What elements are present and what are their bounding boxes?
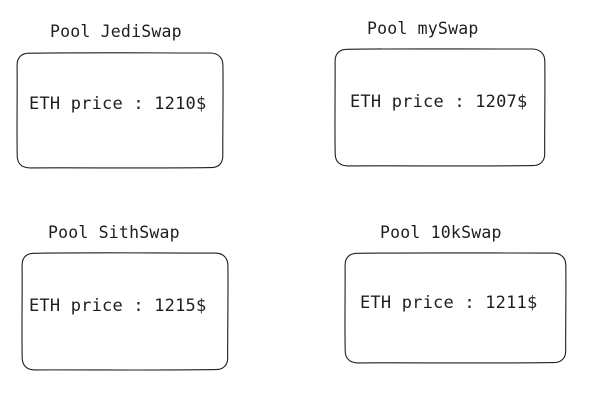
pool-node-10kswap[interactable]: Pool 10kSwap ETH price : 1211$	[330, 200, 600, 385]
pool-title-myswap: Pool mySwap	[367, 19, 479, 38]
pool-price-jediswap: ETH price : 1210$	[29, 94, 207, 114]
pool-box-10kswap[interactable]: ETH price : 1211$	[344, 252, 567, 364]
pool-title-jediswap: Pool JediSwap	[50, 22, 182, 41]
pool-node-sithswap[interactable]: Pool SithSwap ETH price : 1215$	[0, 200, 250, 385]
pool-box-myswap[interactable]: ETH price : 1207$	[334, 48, 546, 167]
pool-box-sithswap[interactable]: ETH price : 1215$	[21, 252, 229, 371]
pool-title-sithswap: Pool SithSwap	[48, 223, 180, 242]
pool-price-sithswap: ETH price : 1215$	[29, 296, 207, 316]
pool-price-10kswap: ETH price : 1211$	[360, 293, 538, 313]
pool-node-myswap[interactable]: Pool mySwap ETH price : 1207$	[320, 0, 580, 180]
pool-price-myswap: ETH price : 1207$	[350, 92, 528, 112]
pool-title-10kswap: Pool 10kSwap	[380, 223, 502, 242]
pool-node-jediswap[interactable]: Pool JediSwap ETH price : 1210$	[0, 0, 240, 180]
pool-box-jediswap[interactable]: ETH price : 1210$	[16, 52, 224, 169]
